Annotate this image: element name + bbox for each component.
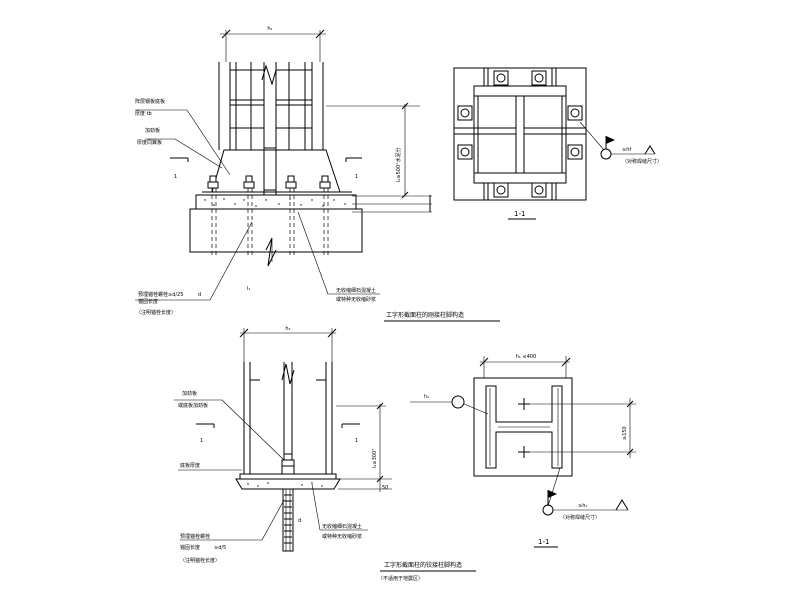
upper-dim-h1: h₁ (267, 26, 272, 32)
label-bolt-note: （注明锚栓长度） (136, 309, 176, 316)
lower-label-stiffener-alt: 或底板加劲板 (178, 402, 208, 409)
label-base-plate: 阵层钢板底板 (135, 98, 165, 105)
lower-weld-label: ≥h₁ (578, 503, 587, 509)
lower-plan-dim-h1: h₁ ≤400 (516, 354, 537, 360)
upper-drawing-title: 工字形截面柱的刚接柱脚构造 (386, 311, 464, 319)
label-anchor-length: 锚固长度 (138, 298, 158, 305)
label-base-plate-thickness: 厚度 tb (135, 110, 152, 117)
lower-label-d: d (298, 518, 301, 524)
lower-dim-50: 50 (382, 485, 388, 491)
lower-label-bolt-size: ≥d/5 (214, 545, 226, 551)
upper-weld-label: ≥hf (622, 147, 631, 153)
lower-label-bolt-note: （注明锚栓长度） (180, 557, 220, 564)
label-grout: 无收缩细石混凝土 (336, 287, 376, 294)
lower-dim-l2: l₂≥300° (372, 448, 378, 468)
lower-label-grout-alt: 或特种无收缩砂浆 (322, 533, 362, 540)
upper-dim-l2: l₂≥500°水泥分 (395, 147, 402, 182)
lower-drawing-subtitle: （不适用于地震区） (378, 575, 423, 582)
anchor-bolts (207, 175, 331, 189)
label-l1: l₁ (247, 286, 250, 292)
plan-bolts (457, 70, 583, 198)
rigid-base-plan: ≥hf （对称焊缝尺寸） 1-1 (453, 67, 662, 220)
rigid-base-elevation: h₁ (135, 26, 500, 322)
lower-section-label: 1-1 (538, 538, 549, 546)
lower-label-stiffener: 加劲板 (182, 390, 197, 397)
lower-plan-dim-150: ≥150 (622, 426, 628, 440)
label-stiffener: 加劲板 (145, 127, 160, 134)
concrete-foundation (189, 208, 363, 253)
label-stiffener-thickness: 厚度同翼板 (137, 139, 162, 146)
lower-plan-hf: h₂ (424, 394, 429, 400)
label-anchor-bolt: 预埋锚栓螺栓 (138, 291, 168, 298)
label-grout-alt: 或特种无收缩砂浆 (336, 296, 376, 303)
upper-section-label: 1-1 (514, 210, 525, 218)
lower-drawing-title: 工字形截面柱的铰接柱脚构造 (384, 561, 462, 569)
label-bolt-size: ≥d/25 (168, 292, 183, 298)
lower-dim-h1: h₁ (285, 326, 290, 332)
lower-label-grout: 无收缩细石混凝土 (322, 523, 362, 530)
lower-label-anchor-length: 锚固长度 (180, 544, 200, 551)
lower-section-mark-left: 1 (200, 438, 203, 444)
upper-weld-note: （对称焊缝尺寸） (622, 158, 662, 165)
label-bolt-d: d (198, 292, 201, 298)
section-mark-left: 1 (174, 174, 177, 180)
lower-section-mark-right: 1 (355, 438, 358, 444)
lower-label-anchor-bolt: 预埋锚栓螺栓 (180, 533, 210, 540)
lower-label-base-plate: 底板厚度 (180, 462, 200, 469)
lower-weld-note: （对称焊缝尺寸） (560, 514, 600, 521)
pinned-base-plan: h₁ ≤400 ≥150 h₂ ≥h₁ （对称焊缝尺寸） 1 (410, 354, 636, 548)
section-mark-right: 1 (355, 174, 358, 180)
pinned-base-elevation: h₁ (174, 326, 476, 582)
grout-layer (195, 194, 357, 210)
